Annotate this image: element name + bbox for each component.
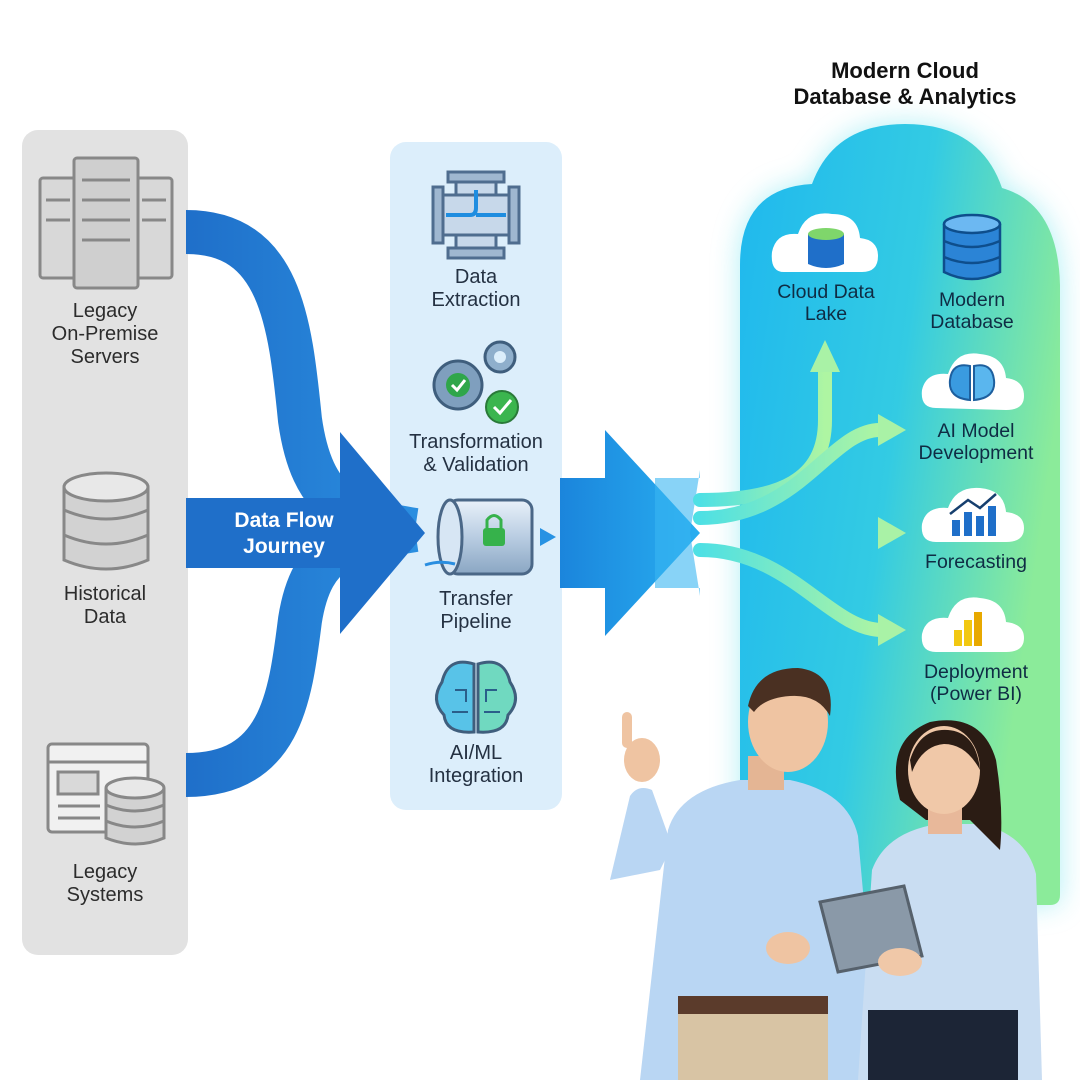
data-lake-icon [771,213,878,272]
cloud-label-ai-model: AI Model Development [918,420,1034,464]
cloud-branch-arrowheads [810,340,906,646]
transfer-arrow [560,430,700,636]
cloud-label-modern-database: Modern Database [930,289,1014,333]
brain-circuit-icon [435,660,517,734]
database-icon [62,471,150,571]
server-rack-icon [38,156,174,290]
window-database-icon [46,742,166,846]
database-stack-icon [942,213,1002,281]
man-figure [610,668,880,1080]
cloud-label-forecasting: Forecasting [925,551,1027,573]
gears-check-icon [432,340,519,424]
brain-cloud-icon [921,353,1024,410]
source-label-historical: Historical Data [63,583,147,628]
process-label-transformation: Transformation & Validation [409,431,543,476]
source-label-legacy-systems: Legacy Systems [66,861,144,906]
pipe-junction-icon [431,170,521,260]
cloud-title: Modern Cloud Database & Analytics [793,58,1017,109]
woman-figure [818,720,1042,1080]
process-label-extraction: Data Extraction [431,266,521,311]
cloud-label-data-lake: Cloud Data Lake [777,281,875,325]
cloud-label-deployment: Deployment (Power BI) [923,661,1029,705]
bar-chart-cloud-icon [921,487,1024,542]
power-bi-cloud-icon [921,597,1024,652]
source-label-servers: Legacy On-Premise Servers [51,300,159,368]
process-label-transfer: Transfer Pipeline [439,588,513,633]
cloud-branch-arrows [693,365,889,637]
data-flow-label: Data Flow Journey [234,509,334,558]
process-panel [390,142,562,810]
converging-flows [185,210,425,797]
locked-pipe-icon [424,498,556,576]
process-label-aiml: AI/ML Integration [428,742,524,787]
